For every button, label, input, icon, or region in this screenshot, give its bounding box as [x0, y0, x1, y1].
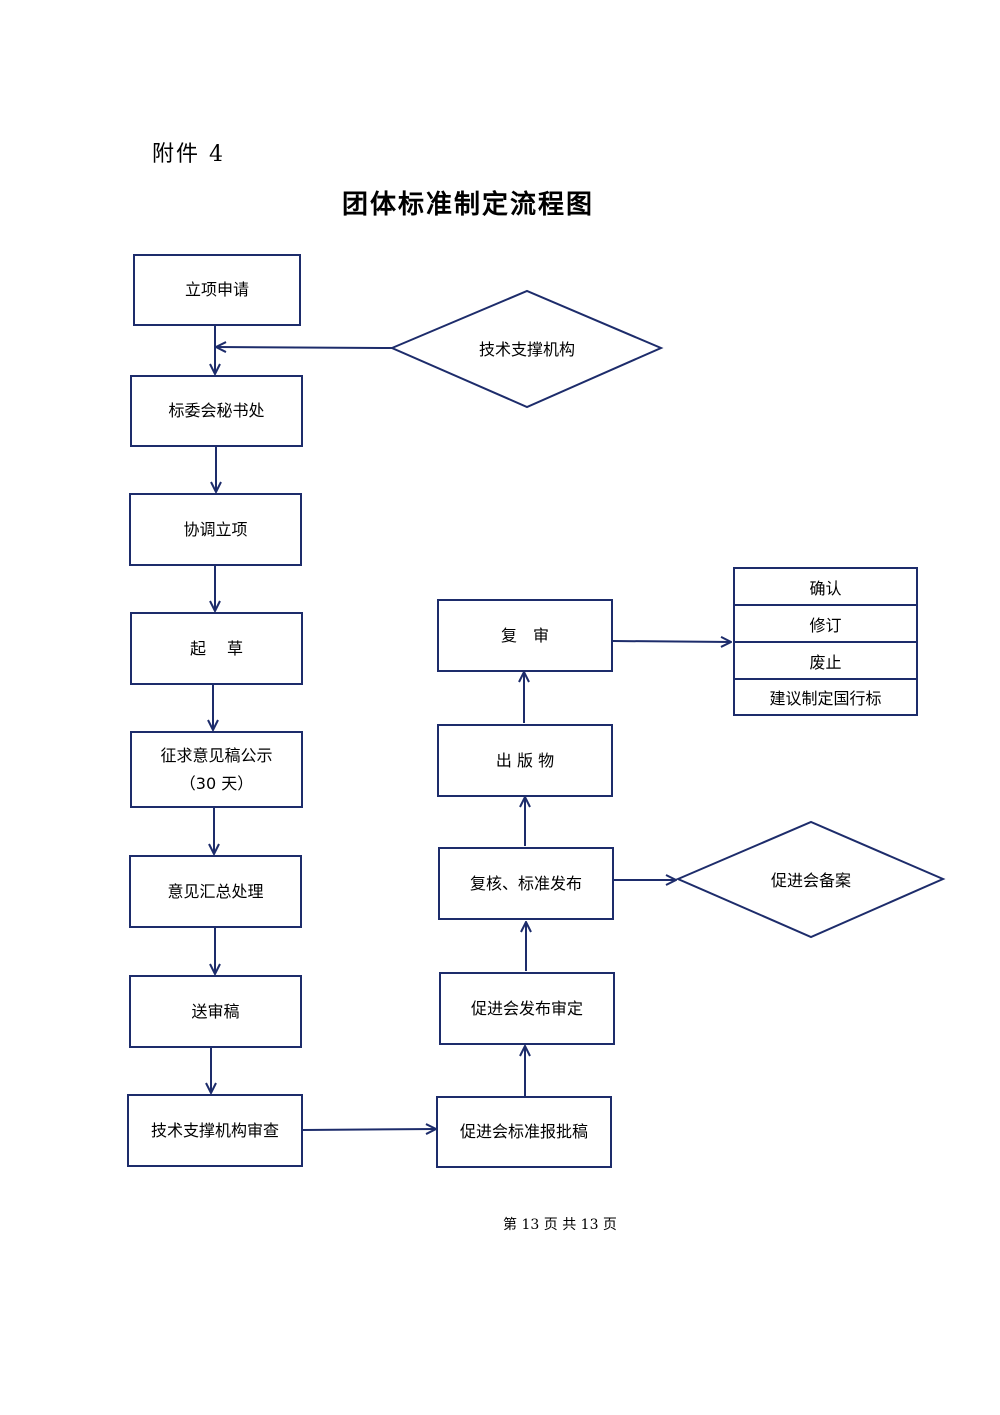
box-publish-label: 复核、标准发布 [469, 873, 582, 893]
arrow-tech-support-secretariat [216, 347, 393, 348]
box-apply: 立项申请 [133, 254, 301, 326]
box-rereview: 复 审 [437, 599, 613, 672]
box-apply-label: 立项申请 [184, 280, 249, 299]
box-summarize: 意见汇总处理 [129, 855, 302, 928]
result-national-standard-label: 建议制定国行标 [769, 689, 882, 708]
box-report-label: 促进会标准报批稿 [459, 1122, 588, 1141]
box-submit: 送审稿 [129, 975, 302, 1048]
result-abolish: 废止 [733, 641, 918, 680]
diamond-filing-text: 促进会备案 [770, 871, 851, 890]
arrow-rereview-results [612, 641, 731, 642]
result-national-standard: 建议制定国行标 [733, 678, 918, 716]
result-confirm-label: 确认 [809, 578, 842, 598]
box-draft: 起 草 [130, 612, 303, 685]
box-approve: 促进会发布审定 [439, 972, 615, 1045]
result-revise: 修订 [733, 604, 918, 643]
box-publish: 复核、标准发布 [438, 847, 614, 920]
title-text: 团体标准制定流程图 [341, 190, 594, 220]
diamond-tech-support-shape [389, 289, 664, 409]
diamond-tech-support-text: 技术支撑机构 [478, 340, 575, 359]
page-title: 团体标准制定流程图 [0, 184, 936, 221]
box-rereview-label: 复 审 [500, 625, 549, 645]
diamond-filing-label: 促进会备案 [724, 865, 898, 893]
box-coordinate: 协调立项 [129, 493, 302, 566]
page-footer: 第 13 页 共 13 页 [503, 1217, 617, 1233]
result-abolish-label: 废止 [809, 652, 842, 672]
box-consult-label: 征求意见稿公示 （30 天） [160, 745, 273, 793]
box-coordinate-label: 协调立项 [183, 519, 248, 539]
result-confirm: 确认 [733, 567, 918, 606]
box-draft-label: 起 草 [189, 638, 244, 658]
box-publication-label: 出 版 物 [495, 750, 555, 770]
arrow-review-report [302, 1129, 436, 1130]
box-submit-label: 送审稿 [191, 1001, 240, 1021]
box-secretariat: 标委会秘书处 [130, 375, 303, 447]
box-publication: 出 版 物 [437, 724, 613, 797]
box-approve-label: 促进会发布审定 [470, 998, 583, 1018]
box-report: 促进会标准报批稿 [436, 1096, 612, 1168]
box-secretariat-label: 标委会秘书处 [168, 401, 265, 420]
box-summarize-label: 意见汇总处理 [167, 881, 264, 901]
box-consult: 征求意见稿公示 （30 天） [130, 731, 303, 808]
box-review-tech: 技术支撑机构审查 [127, 1094, 303, 1167]
diamond-filing-shape [675, 820, 946, 939]
diamond-tech-support-label: 技术支撑机构 [440, 334, 614, 362]
attachment-label: 附件 4 [152, 142, 225, 167]
box-review-tech-label: 技术支撑机构审查 [150, 1120, 279, 1140]
result-revise-label: 修订 [809, 615, 842, 635]
